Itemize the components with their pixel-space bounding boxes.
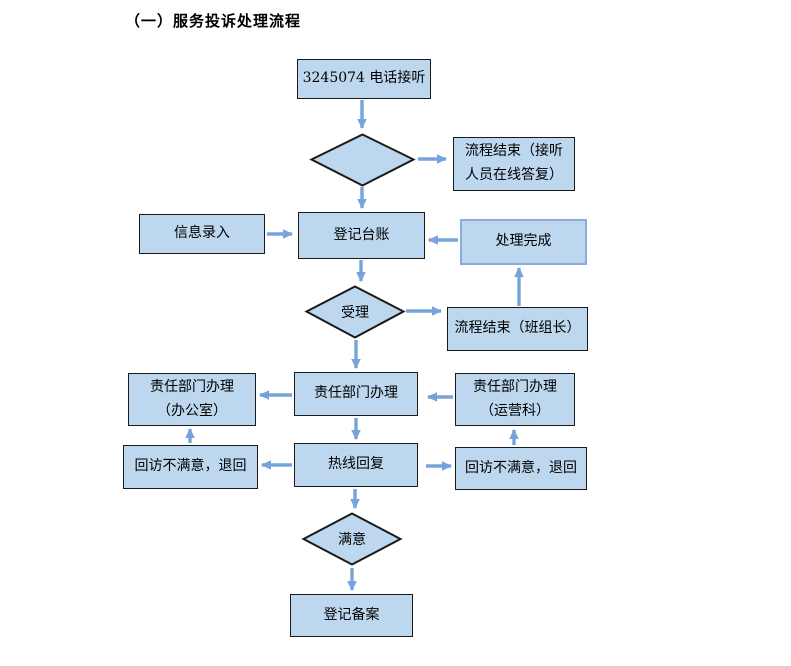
flow-node-info-entry: 信息录入 bbox=[139, 214, 265, 254]
flow-node-phone-intake: 3245074 电话接听 bbox=[297, 59, 431, 99]
decision-diamond-satisfied bbox=[301, 512, 403, 566]
decision-label-accept: 受理 bbox=[341, 304, 369, 321]
flow-node-dept-handle-operations: 责任部门办理 （运营科） bbox=[455, 373, 575, 426]
flow-node-end-online-reply: 流程结束（接听 人员在线答复） bbox=[453, 137, 575, 191]
flow-node-revisit-unsatisfied-right: 回访不满意，退回 bbox=[455, 447, 587, 490]
flow-node-register-ledger: 登记台账 bbox=[298, 212, 425, 259]
flow-node-dept-handle-center: 责任部门办理 bbox=[294, 372, 418, 416]
decision-diamond-accept bbox=[304, 285, 406, 339]
decision-diamond-first bbox=[309, 133, 416, 187]
flow-node-hotline-reply: 热线回复 bbox=[294, 443, 418, 487]
flow-node-end-team-leader: 流程结束（班组长） bbox=[447, 307, 588, 351]
decision-label-satisfied: 满意 bbox=[338, 532, 366, 548]
flow-node-dept-handle-office: 责任部门办理 （办公室） bbox=[128, 373, 256, 426]
flow-node-process-done: 处理完成 bbox=[460, 219, 587, 265]
flow-node-register-record: 登记备案 bbox=[290, 594, 413, 637]
flow-node-revisit-unsatisfied-left: 回访不满意，退回 bbox=[123, 445, 258, 489]
page-title: （一）服务投诉处理流程 bbox=[125, 12, 302, 30]
